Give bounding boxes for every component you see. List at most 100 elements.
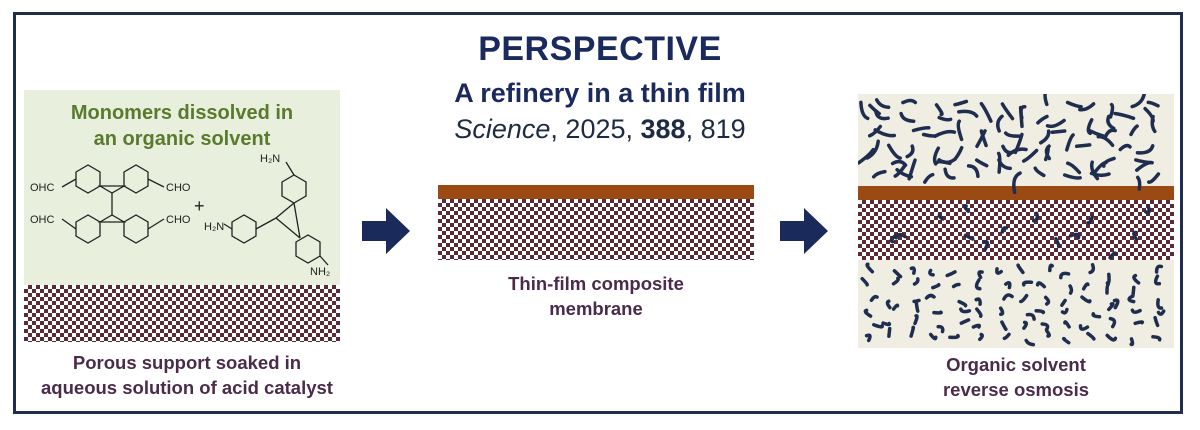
solvent-molecule <box>974 158 989 168</box>
solvent-molecule <box>959 318 971 325</box>
solvent-molecule <box>1068 232 1081 240</box>
solvent-molecule <box>975 307 983 318</box>
solvent-molecule <box>1108 251 1118 260</box>
solvent-molecule <box>901 98 918 105</box>
solvent-molecule <box>1035 281 1047 289</box>
solvent-molecule <box>1043 295 1051 306</box>
solvent-molecule <box>905 144 915 159</box>
solvent-molecule <box>1062 173 1082 180</box>
solvent-molecule <box>889 233 898 244</box>
solvent-molecule <box>872 323 884 329</box>
solvent-molecule <box>1031 211 1040 223</box>
solvent-molecule <box>1045 118 1066 129</box>
solvent-molecule <box>1151 335 1162 342</box>
solvent-molecule <box>912 277 920 286</box>
solvent-molecule <box>923 172 935 184</box>
solvent-molecule <box>1081 282 1090 291</box>
solvent-molecule <box>1034 309 1046 315</box>
solvent-molecule <box>860 276 869 287</box>
solvent-molecule <box>937 212 945 221</box>
polymer-thin-film-layer <box>438 185 754 199</box>
solvent-molecule <box>1065 100 1083 109</box>
solvent-molecule <box>1019 293 1029 304</box>
solvent-molecule <box>1000 320 1008 332</box>
solvent-molecule <box>943 167 956 180</box>
solvent-molecule <box>1016 263 1025 275</box>
solvent-molecule <box>1130 94 1146 109</box>
monomer-panel-title: Monomers dissolved in an organic solvent <box>24 100 340 152</box>
solvent-molecule <box>909 266 916 275</box>
solvent-molecule <box>1135 160 1154 172</box>
solvent-molecule <box>924 293 936 300</box>
solvent-molecule <box>1108 102 1115 119</box>
solvent-molecule <box>1038 129 1051 145</box>
solvent-molecule <box>1089 160 1100 181</box>
solvent-molecule <box>1061 336 1071 345</box>
solvent-molecule <box>1127 295 1136 304</box>
solvent-molecule <box>1063 320 1071 329</box>
solvent-molecule <box>1012 171 1022 195</box>
solvent-molecule <box>1108 316 1117 329</box>
solvent-molecule <box>1156 309 1166 316</box>
amine-ring-right <box>295 234 321 264</box>
solvent-molecule <box>962 204 971 213</box>
solvent-molecule <box>895 167 914 179</box>
solvent-molecule <box>974 278 982 291</box>
solvent-molecule <box>868 103 881 116</box>
solvent-molecule <box>1021 280 1034 287</box>
aryl-ring-2 <box>123 164 149 194</box>
solvent-molecule <box>1153 274 1162 286</box>
five-ring-top <box>97 185 127 194</box>
solvent-molecule <box>995 267 1003 275</box>
solvent-molecule <box>1118 143 1132 152</box>
solvent-molecule <box>953 145 964 161</box>
solvent-molecule <box>974 297 982 306</box>
solvent-molecule <box>1086 214 1095 225</box>
solvent-molecule <box>1146 100 1160 108</box>
solvent-molecule <box>1025 312 1036 321</box>
solvent-molecule <box>1003 131 1021 138</box>
solvent-molecule <box>858 147 875 165</box>
solvent-molecule <box>1091 160 1108 176</box>
solvent-molecule <box>1089 171 1111 178</box>
solvent-molecule <box>914 300 920 313</box>
solvent-molecule <box>1022 320 1029 330</box>
solvent-molecule <box>863 308 873 318</box>
right-caption: Organic solvent reverse osmosis <box>858 352 1174 402</box>
article-title: A refinery in a thin film <box>454 78 746 108</box>
solvent-molecule <box>865 139 880 160</box>
solvent-molecule <box>1107 302 1115 312</box>
amine-label-left: H₂N <box>204 221 224 233</box>
solvent-molecule <box>951 282 961 289</box>
solvent-molecule <box>1133 320 1145 326</box>
osmosis-support-mesh <box>858 200 1174 260</box>
process-arrow-1-icon <box>362 208 410 254</box>
left-caption-line2: aqueous solution of acid catalyst <box>41 377 333 398</box>
solvent-molecule <box>911 126 931 133</box>
solvent-molecule <box>881 321 892 327</box>
solvent-molecule <box>885 299 892 310</box>
solvent-molecule <box>909 325 916 338</box>
solvent-molecule <box>996 114 1004 133</box>
solvent-molecule <box>1080 295 1092 304</box>
solvent-molecule <box>936 324 945 334</box>
header: PERSPECTIVE A refinery in a thin film Sc… <box>370 28 830 146</box>
solvent-molecule <box>1147 172 1161 184</box>
solvent-molecule <box>871 169 887 179</box>
solvent-molecule <box>956 119 964 142</box>
porous-support-mesh <box>24 285 340 342</box>
solvent-molecule <box>1054 236 1061 249</box>
solvent-molecule <box>1135 175 1142 191</box>
left-caption-line1: Porous support soaked in <box>72 352 302 373</box>
solvent-molecule <box>1000 102 1015 121</box>
solvent-molecule <box>1004 280 1012 290</box>
solvent-molecule <box>1129 337 1135 347</box>
aryl-ring-4 <box>123 214 149 244</box>
solvent-molecule <box>1105 272 1111 285</box>
solvent-molecule <box>1078 102 1096 112</box>
solvent-molecule <box>928 332 938 341</box>
solvent-molecule <box>865 262 875 274</box>
amine-label-top: H₂N <box>260 153 280 165</box>
solvent-molecule <box>1040 322 1050 332</box>
perspective-label: PERSPECTIVE <box>478 30 722 68</box>
